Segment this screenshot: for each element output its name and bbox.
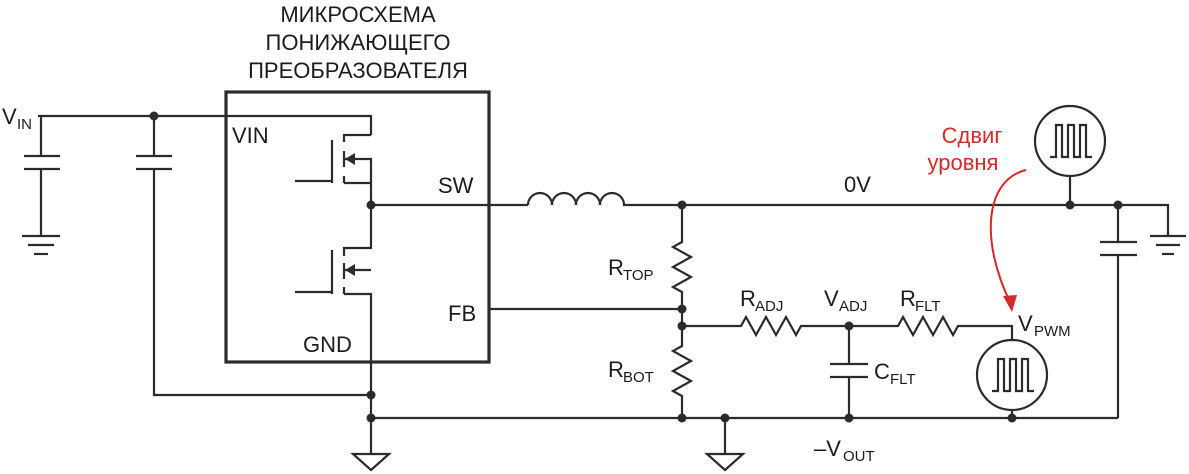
junction-dot (1065, 200, 1075, 210)
c-flt-label-sub: FLT (890, 371, 916, 388)
input-capacitor-1 (24, 116, 60, 236)
level-shift-source (1033, 104, 1107, 178)
level-shift-annotation: Сдвиг уровня (928, 123, 1003, 175)
r-adj-label-sub: ADJ (755, 298, 783, 315)
ground-symbol-right (1150, 234, 1186, 256)
resistor-r-bot (670, 326, 694, 418)
r-bot-label-main: R (608, 357, 624, 382)
v-pwm-label-sub: PWM (1034, 323, 1071, 340)
capacitor-c-flt (830, 326, 868, 418)
ground-triangle-output (704, 452, 746, 472)
pwm-source-v-pwm (975, 338, 1049, 412)
v-pwm-label: V PWM (1018, 311, 1071, 340)
r-top-label-main: R (608, 255, 624, 280)
pin-vin-label: VIN (232, 123, 269, 148)
r-adj-label-main: R (740, 286, 756, 311)
junction-dot (844, 413, 854, 423)
r-top-label: R TOP (608, 255, 654, 284)
annotation-arrow-head (1003, 295, 1017, 312)
level-shift-annotation-line-2: уровня (928, 150, 999, 175)
ground-triangle-chip (350, 452, 392, 472)
pin-sw-label: SW (438, 173, 474, 198)
c-flt-label: C FLT (874, 359, 916, 388)
v-pwm-label-main: V (1018, 311, 1033, 336)
r-adj-label: R ADJ (740, 286, 783, 315)
r-flt-label-sub: FLT (915, 298, 941, 315)
pin-fb-label: FB (448, 301, 476, 326)
resistor-r-flt (849, 314, 1014, 340)
vin-label: V IN (2, 104, 32, 133)
chip-title-line-2: ПОНИЖАЮЩЕГО (266, 30, 451, 55)
chip-box (224, 90, 491, 364)
chip-title-line-3: ПРЕОБРАЗОВАТЕЛЯ (248, 58, 468, 83)
r-flt-label-main: R (900, 286, 916, 311)
resistor-r-adj (682, 314, 849, 338)
vin-label-sub: IN (17, 116, 32, 133)
pin-gnd-label: GND (303, 332, 352, 357)
zero-volt-label: 0V (844, 172, 871, 197)
vin-wire (38, 114, 373, 135)
r-bot-label: R BOT (608, 357, 654, 386)
annotation-arrow-line (989, 169, 1027, 303)
v-out-label-main: –V (814, 436, 841, 461)
r-top-label-sub: TOP (623, 267, 654, 284)
level-shift-annotation-line-1: Сдвиг (942, 123, 1003, 148)
junction-dot (366, 390, 376, 400)
chip-title-line-1: МИКРОСХЕМА (280, 2, 436, 27)
high-side-mosfet (295, 133, 373, 205)
junction-dot (1007, 413, 1017, 423)
low-side-mosfet (295, 205, 373, 395)
ground-symbol-input (22, 234, 60, 256)
inductor (526, 191, 682, 207)
v-out-label-sub: OUT (843, 448, 875, 465)
c-flt-label-main: C (874, 359, 890, 384)
v-adj-label-main: V (824, 286, 839, 311)
junction-dot (677, 413, 687, 423)
chip-title: МИКРОСХЕМА ПОНИЖАЮЩЕГО ПРЕОБРАЗОВАТЕЛЯ (248, 2, 468, 83)
v-adj-label-sub: ADJ (839, 298, 867, 315)
resistor-r-top (670, 205, 694, 309)
vin-label-main: V (2, 104, 17, 129)
ground-wire-right (1118, 203, 1170, 236)
v-out-label: –V OUT (814, 436, 875, 465)
v-adj-label: V ADJ (824, 286, 867, 315)
r-bot-label-sub: BOT (623, 369, 654, 386)
output-capacitor (1100, 205, 1137, 418)
input-capacitor-2 (136, 116, 371, 397)
r-flt-label: R FLT (900, 286, 941, 315)
